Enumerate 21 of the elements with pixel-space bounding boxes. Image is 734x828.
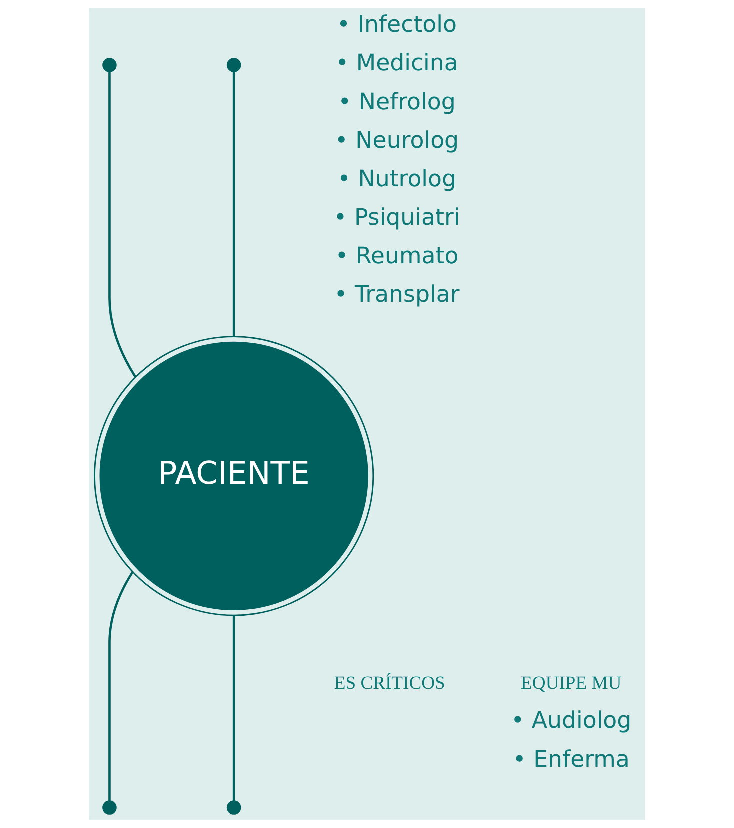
label: EQUIPE MU bbox=[521, 673, 622, 694]
node-circle bbox=[102, 58, 117, 72]
node-circle bbox=[226, 58, 242, 72]
label: • Reumato bbox=[335, 244, 459, 270]
label: • Nutrolog bbox=[338, 166, 457, 192]
node-circle bbox=[226, 800, 242, 815]
label: • Medicina bbox=[336, 50, 458, 77]
label: • Transplar bbox=[334, 282, 460, 308]
node-circle bbox=[102, 800, 117, 815]
label: ES CRÍTICOS bbox=[334, 673, 446, 694]
label: • Nefrolog bbox=[338, 89, 456, 116]
label: • Infectolo bbox=[337, 12, 457, 38]
connector bbox=[108, 572, 134, 802]
label: • Audiolog bbox=[511, 708, 632, 734]
label: • Neurolog bbox=[334, 128, 460, 154]
label: • Enferma bbox=[512, 746, 630, 773]
connector bbox=[232, 616, 236, 802]
label: • Psiquiatri bbox=[334, 205, 460, 232]
connector bbox=[232, 72, 236, 336]
connector bbox=[108, 72, 136, 378]
node-circle: PACIENTE bbox=[94, 336, 374, 616]
